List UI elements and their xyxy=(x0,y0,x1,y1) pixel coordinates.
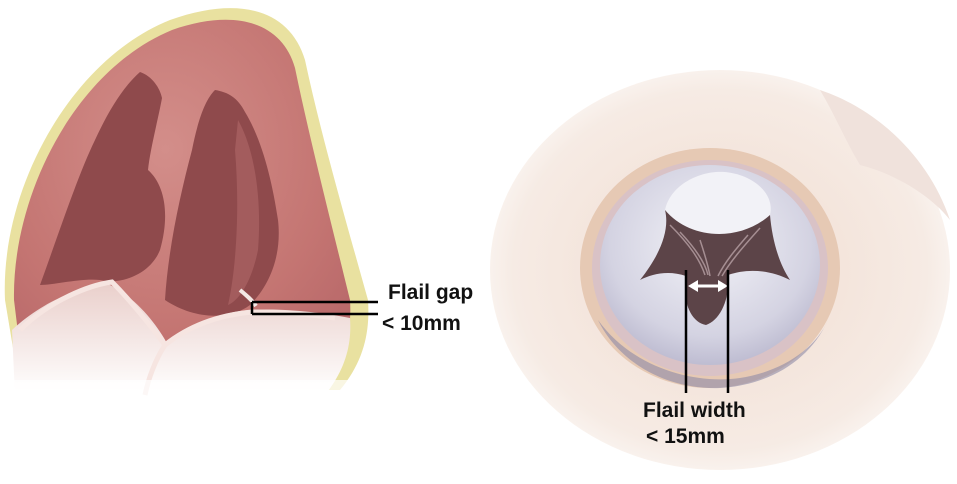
bottom-fade xyxy=(0,380,380,405)
flail-gap-label: Flail gap xyxy=(388,282,473,303)
flail-width-limit: < 15mm xyxy=(646,426,725,447)
flail-width-label: Flail width xyxy=(643,400,746,421)
heart-long-axis-view xyxy=(0,8,380,484)
flail-gap-limit: < 10mm xyxy=(382,313,461,334)
